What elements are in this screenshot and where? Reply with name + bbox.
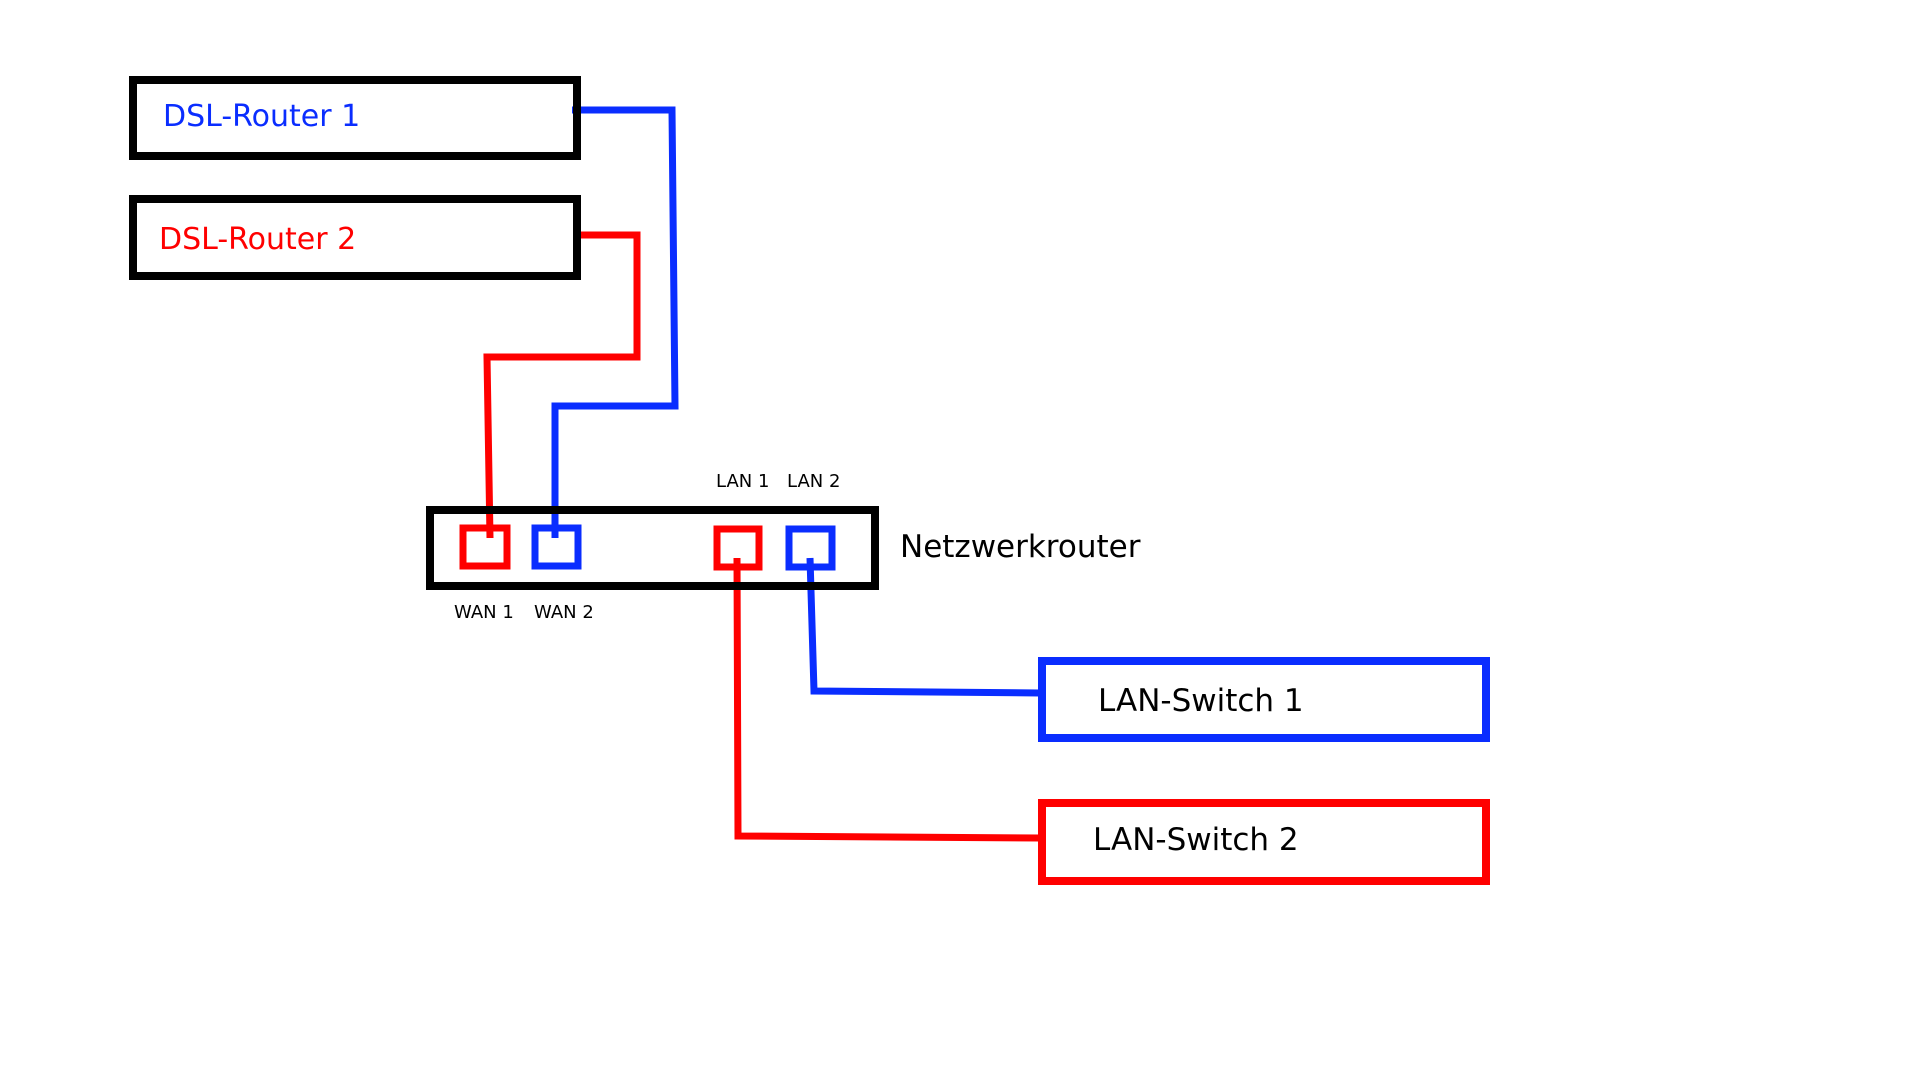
dsl-router-2-label: DSL-Router 2 bbox=[159, 222, 356, 257]
wan2-port bbox=[531, 524, 582, 570]
lan-switch-2: LAN-Switch 2 bbox=[1038, 799, 1490, 885]
lan2-port bbox=[785, 525, 836, 571]
wan1-label: WAN 1 bbox=[454, 602, 514, 623]
wan2-label: WAN 2 bbox=[534, 602, 594, 623]
dsl-router-1: DSL-Router 1 bbox=[129, 76, 581, 160]
network-router: Netzwerkrouter bbox=[426, 506, 1141, 590]
link-dsl-router-1-to-wan2 bbox=[551, 106, 679, 538]
lan2-label: LAN 2 bbox=[787, 471, 840, 492]
lan1-port bbox=[713, 525, 763, 571]
network-router-label: Netzwerkrouter bbox=[900, 529, 1141, 565]
link-lan1-to-lan-switch-2 bbox=[733, 557, 1041, 842]
dsl-router-2: DSL-Router 2 bbox=[129, 195, 581, 280]
link-dsl-router-2-to-wan1 bbox=[483, 231, 641, 539]
lan-switch-2-label: LAN-Switch 2 bbox=[1093, 822, 1299, 858]
link-lan2-to-lan-switch-1 bbox=[806, 557, 1041, 697]
lan-switch-1: LAN-Switch 1 bbox=[1038, 657, 1490, 742]
lan1-label: LAN 1 bbox=[716, 471, 769, 492]
wan1-port bbox=[459, 524, 511, 570]
lan-switch-1-label: LAN-Switch 1 bbox=[1098, 683, 1304, 719]
dsl-router-1-label: DSL-Router 1 bbox=[163, 99, 360, 134]
